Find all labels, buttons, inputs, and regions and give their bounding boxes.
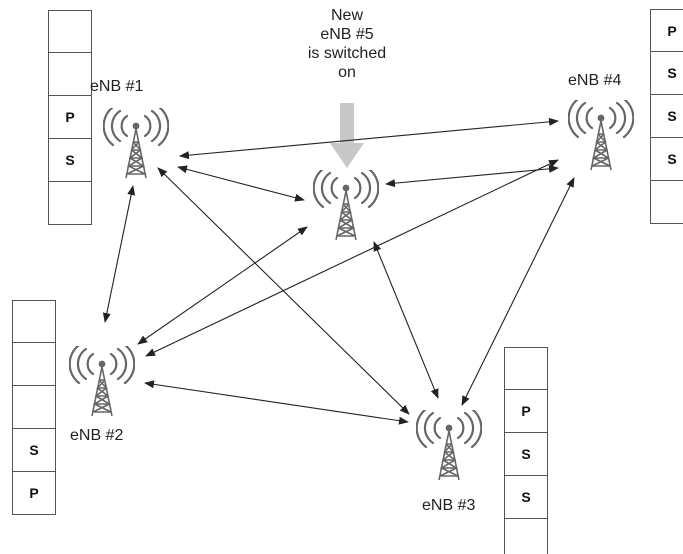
slot-cell: P: [12, 472, 56, 515]
slot-cell: [48, 10, 92, 53]
slot-cell: S: [48, 139, 92, 182]
new-station-note: New eNB #5 is switched on: [287, 6, 407, 82]
slot-cell: P: [504, 390, 548, 433]
slot-cell: [650, 181, 683, 224]
slot-cell: [504, 347, 548, 390]
cell-tower-icon: [415, 407, 483, 491]
slot-stack-enb3: P S S: [504, 347, 548, 554]
note-line: New: [330, 7, 363, 24]
slot-cell: [12, 386, 56, 429]
link-arrow-enb2-enb3: [144, 380, 409, 425]
link-arrow-enb5-enb3: [373, 241, 439, 399]
slot-cell: [48, 53, 92, 96]
station-label-enb2: eNB #2: [70, 427, 124, 444]
switch-on-arrow-icon: [330, 103, 364, 168]
slot-cell: P: [650, 9, 683, 52]
slot-stack-enb1: P S: [48, 10, 92, 225]
slot-cell: S: [504, 476, 548, 519]
cell-tower-icon: [567, 97, 635, 181]
slot-cell: S: [504, 433, 548, 476]
link-arrow-enb1-enb5: [177, 165, 305, 202]
slot-cell: [504, 519, 548, 554]
cell-tower-icon: [102, 105, 170, 189]
station-label-enb4: eNB #4: [568, 72, 622, 89]
note-line: on: [338, 64, 356, 81]
link-arrow-enb1-enb2: [102, 185, 136, 323]
slot-cell: [48, 182, 92, 225]
note-line: eNB #5: [320, 26, 374, 43]
slot-cell: S: [12, 429, 56, 472]
slot-cell: P: [48, 96, 92, 139]
link-arrow-enb2-enb5: [137, 226, 308, 345]
station-label-enb1: eNB #1: [90, 78, 144, 95]
note-line: is switched: [307, 45, 387, 62]
slot-cell: S: [650, 95, 683, 138]
cell-tower-icon: [312, 167, 380, 251]
slot-cell: S: [650, 138, 683, 181]
cell-tower-icon: [68, 343, 136, 427]
slot-cell: [12, 343, 56, 386]
slot-stack-enb4: P S S S: [650, 9, 683, 224]
station-label-enb3: eNB #3: [422, 497, 476, 514]
link-arrow-enb5-enb4: [385, 164, 559, 188]
slot-cell: S: [650, 52, 683, 95]
link-arrow-enb4-enb3: [461, 177, 575, 406]
slot-stack-enb2: S P: [12, 300, 56, 515]
slot-cell: [12, 300, 56, 343]
link-arrow-enb1-enb4: [179, 117, 559, 160]
